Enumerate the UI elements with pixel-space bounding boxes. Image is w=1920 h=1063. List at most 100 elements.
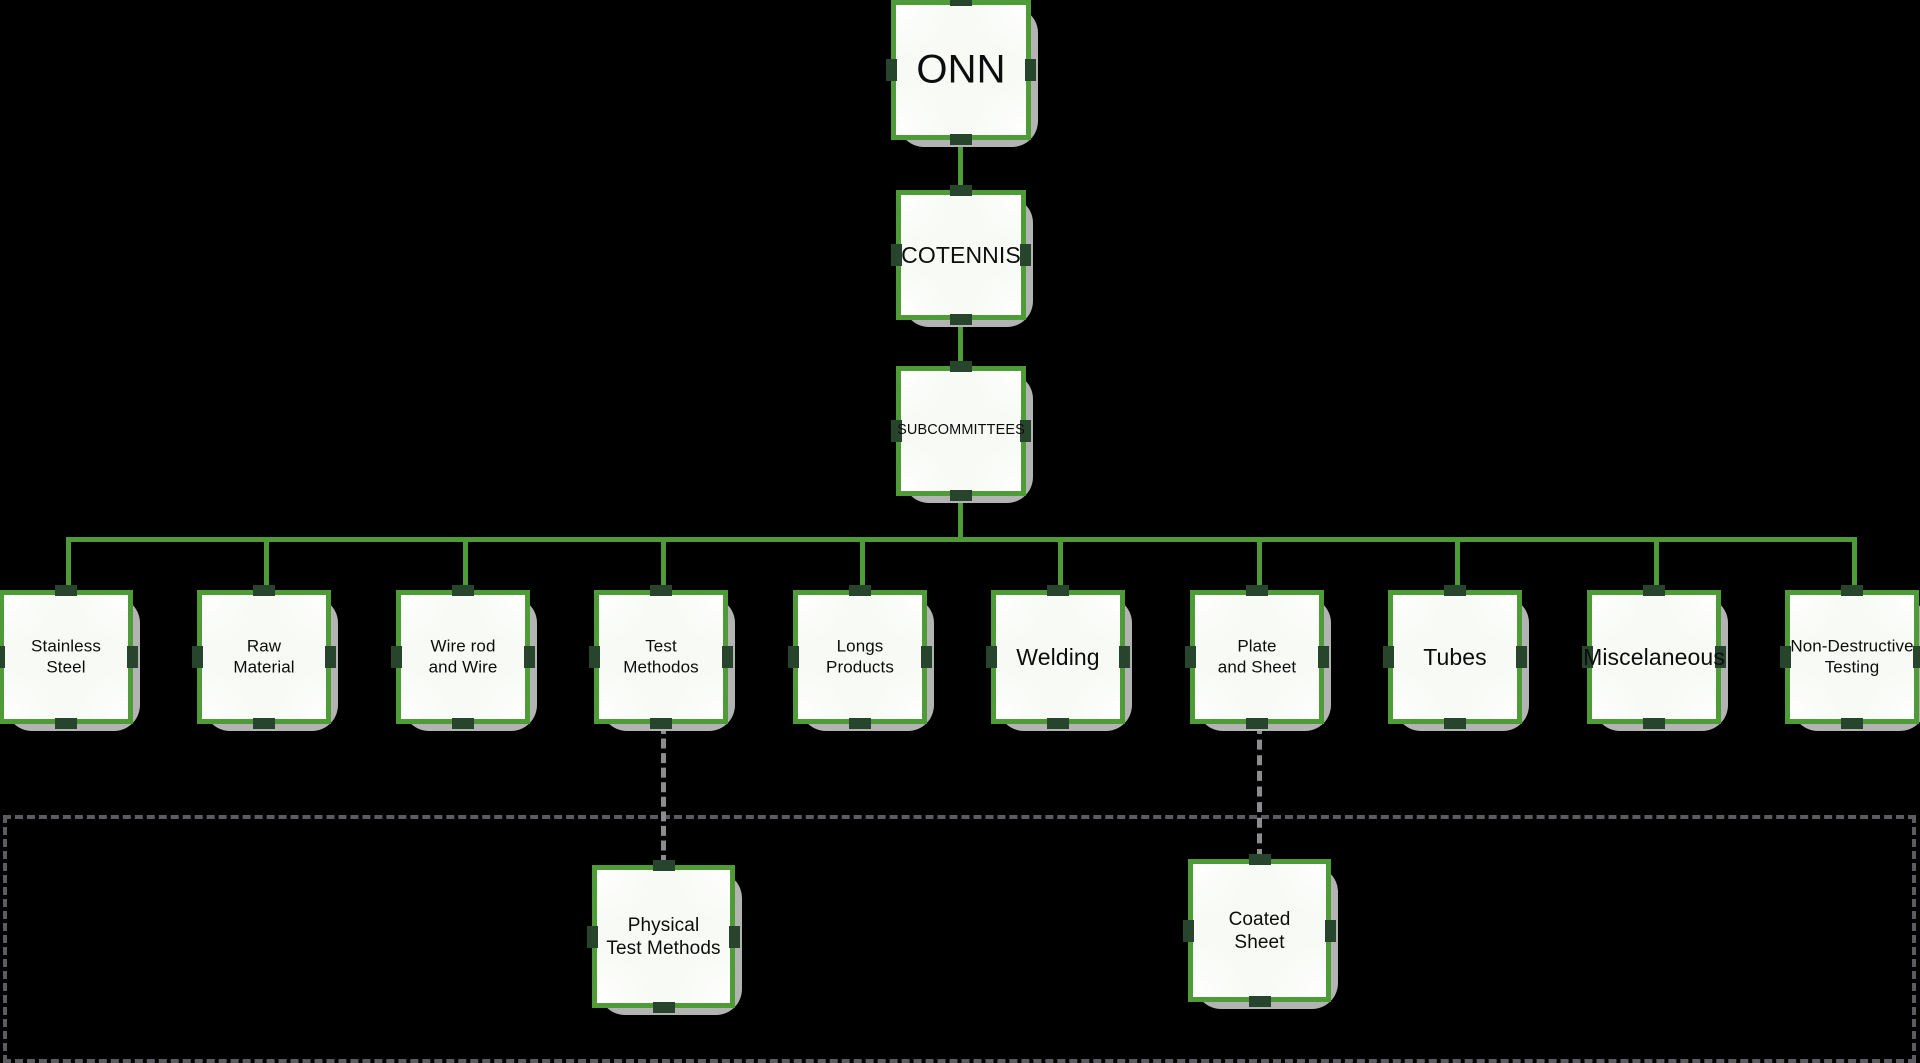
connector-nub-left [788,646,799,668]
connector-nub-left [1582,646,1593,668]
node-label: COTENNIS [901,241,1021,268]
node-test-methodos[interactable]: Test Methodos [589,585,735,731]
connector-drop-welding [1058,537,1063,590]
connector-nub-bottom [452,718,474,729]
connector-nub-left [391,646,402,668]
node-body [1188,859,1331,1002]
node-cotennis[interactable]: COTENNIS [891,185,1033,327]
node-body [197,590,331,724]
connector-nub-top [1841,585,1863,596]
connector-nub-top [452,585,474,596]
connector-drop-test-methodos [661,537,666,590]
connector-nub-top [253,585,275,596]
connector-nub-left [0,646,5,668]
node-welding[interactable]: Welding [986,585,1132,731]
connector-nub-top [950,361,972,372]
node-label: Non-Destructive Testing [1790,636,1914,676]
connector-nub-top [950,185,972,196]
connector-drop-raw-material [264,537,269,590]
connector-nub-left [589,646,600,668]
node-label: SUBCOMMITTEES [897,422,1025,439]
node-label: Welding [1016,643,1100,670]
connector-nub-right [1913,646,1920,668]
connector-nub-right [729,925,740,948]
node-body [396,590,530,724]
node-body [1388,590,1522,724]
node-label: Longs Products [826,636,894,676]
connector-nub-right [1025,59,1036,81]
connector-nub-top [1246,585,1268,596]
connector-drop-non-destructive-testing [1852,537,1857,590]
node-tubes[interactable]: Tubes [1383,585,1529,731]
connector-nub-left [1183,919,1194,942]
connector-nub-top [652,860,675,871]
connector-nub-top [1643,585,1665,596]
connector-drop-stainless-steel [66,537,71,590]
connector-nub-top [950,0,972,6]
connector-nub-right [1325,919,1336,942]
node-body [592,865,735,1008]
connector-dashed-plate-and-sheet-to-coated-sheet [1257,724,1262,859]
connector-nub-bottom [849,718,871,729]
node-subcommittees[interactable]: SUBCOMMITTEES [891,361,1033,503]
node-physical-test-methods[interactable]: Physical Test Methods [587,860,742,1015]
connector-nub-top [650,585,672,596]
connector-nub-bottom [55,718,77,729]
node-longs-products[interactable]: Longs Products [788,585,934,731]
connector-nub-right [325,646,336,668]
connector-nub-right [524,646,535,668]
connector-nub-bottom [950,314,972,325]
connector-nub-bottom [1248,996,1271,1007]
connector-nub-right [921,646,932,668]
node-label: Tubes [1423,643,1487,670]
connector-nub-right [127,646,138,668]
node-body [1785,590,1919,724]
node-stainless-steel[interactable]: Stainless Steel [0,585,140,731]
working-groups-region [3,815,1916,1063]
node-non-destructive-testing[interactable]: Non-Destructive Testing [1780,585,1920,731]
connector-cotennis-to-subcommittees [958,320,963,366]
node-label: Stainless Steel [31,636,101,676]
connector-nub-right [1318,646,1329,668]
node-plate-and-sheet[interactable]: Plate and Sheet [1185,585,1331,731]
connector-drop-longs-products [860,537,865,590]
node-body [1587,590,1721,724]
connector-nub-right [1020,244,1031,266]
connector-nub-left [986,646,997,668]
connector-nub-bottom [652,1002,675,1013]
connector-nub-bottom [650,718,672,729]
connector-drop-miscelaneous [1654,537,1659,590]
node-coated-sheet[interactable]: Coated Sheet [1183,854,1338,1009]
connector-nub-bottom [950,490,972,501]
connector-subcommittees-to-bus [958,498,963,541]
node-label: Coated Sheet [1228,908,1291,953]
connector-nub-bottom [1444,718,1466,729]
connector-nub-right [1020,420,1031,442]
connector-nub-left [1780,646,1791,668]
node-label: Raw Material [233,636,295,676]
connector-dashed-test-methodos-to-physical-test-methods [661,724,666,865]
connector-nub-bottom [950,134,972,145]
connector-nub-top [1248,854,1271,865]
node-onn[interactable]: ONN [886,0,1038,147]
connector-nub-right [1516,646,1527,668]
connector-drop-wire-rod-and-wire [463,537,468,590]
connector-nub-bottom [253,718,275,729]
connector-nub-bottom [1047,718,1069,729]
node-body [0,590,133,724]
connector-nub-left [886,59,897,81]
node-label: Wire rod and Wire [428,636,498,676]
node-raw-material[interactable]: Raw Material [192,585,338,731]
connector-nub-left [587,925,598,948]
connector-nub-top [849,585,871,596]
node-miscelaneous[interactable]: Miscelaneous [1582,585,1728,731]
node-label: Plate and Sheet [1217,636,1297,676]
connector-nub-left [1383,646,1394,668]
connector-nub-bottom [1643,718,1665,729]
node-wire-rod-and-wire[interactable]: Wire rod and Wire [391,585,537,731]
connector-nub-left [891,420,902,442]
connector-nub-left [891,244,902,266]
connector-nub-top [1444,585,1466,596]
connector-nub-bottom [1841,718,1863,729]
